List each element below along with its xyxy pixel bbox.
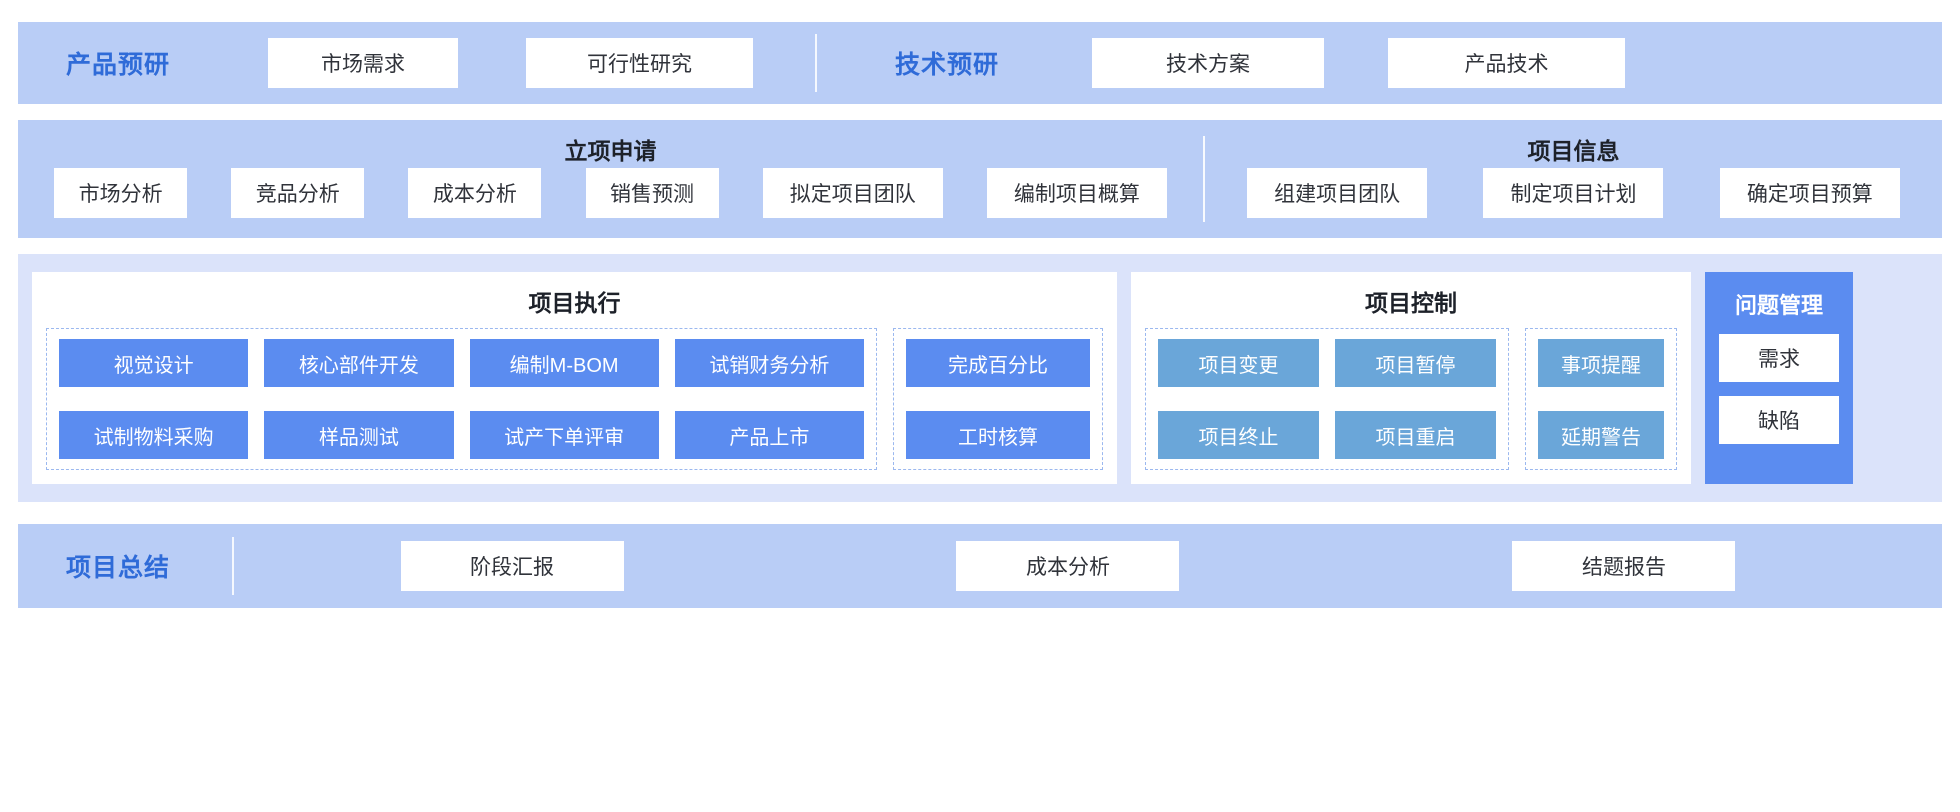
panel-title-issue-management: 问题管理 — [1734, 293, 1823, 318]
chip-closing-report[interactable]: 结题报告 — [1512, 541, 1736, 591]
dashed-groups-project-execution: 视觉设计 核心部件开发 编制M-BOM 试销财务分析 试制物料采购 样品测试 试… — [46, 328, 1103, 470]
card-title-project-control: 项目控制 — [1365, 290, 1457, 316]
task-sample-testing[interactable]: 样品测试 — [264, 411, 454, 459]
dashed-group-control-main: 项目变更 项目暂停 项目终止 项目重启 — [1145, 328, 1509, 470]
task-completion-percentage[interactable]: 完成百分比 — [906, 339, 1090, 387]
stage-title-technology-pre-research: 技术预研 — [895, 51, 1000, 79]
task-trial-sales-financial-analysis[interactable]: 试销财务分析 — [674, 339, 864, 387]
dashed-group-execution-side: 完成百分比 工时核算 — [893, 328, 1103, 470]
task-project-terminate[interactable]: 项目终止 — [1158, 411, 1319, 459]
application-band: 立项申请 市场分析 竞品分析 成本分析 销售预测 拟定项目团队 编制项目概算 项… — [18, 120, 1942, 238]
pre-research-band: 产品预研 市场需求 可行性研究 技术预研 技术方案 产品技术 — [18, 22, 1942, 104]
task-prepare-m-bom[interactable]: 编制M-BOM — [469, 339, 659, 387]
chip-defect[interactable]: 缺陷 — [1719, 396, 1839, 444]
task-visual-design[interactable]: 视觉设计 — [59, 339, 249, 387]
task-product-launch[interactable]: 产品上市 — [674, 411, 864, 459]
chip-competitor-analysis[interactable]: 竞品分析 — [231, 168, 365, 218]
summary-band: 项目总结 阶段汇报 成本分析 结题报告 — [18, 524, 1942, 608]
task-project-suspend[interactable]: 项目暂停 — [1335, 339, 1496, 387]
chip-product-technology[interactable]: 产品技术 — [1388, 38, 1626, 88]
task-core-component-development[interactable]: 核心部件开发 — [264, 339, 454, 387]
group-chips-project-application: 市场分析 竞品分析 成本分析 销售预测 拟定项目团队 编制项目概算 — [18, 154, 1203, 238]
execution-side-row-1: 完成百分比 — [906, 339, 1090, 387]
control-main-row-1: 项目变更 项目暂停 — [1158, 339, 1496, 387]
summary-chips: 阶段汇报 成本分析 结题报告 — [234, 541, 1902, 591]
chip-cost-analysis-summary[interactable]: 成本分析 — [956, 541, 1180, 591]
execution-main-row-1: 视觉设计 核心部件开发 编制M-BOM 试销财务分析 — [59, 339, 864, 387]
chip-sales-forecast[interactable]: 销售预测 — [585, 168, 719, 218]
dashed-group-execution-main: 视觉设计 核心部件开发 编制M-BOM 试销财务分析 试制物料采购 样品测试 试… — [46, 328, 877, 470]
chip-stage-report[interactable]: 阶段汇报 — [400, 541, 624, 591]
chip-feasibility-study[interactable]: 可行性研究 — [526, 38, 754, 88]
panel-issue-management: 问题管理 需求 缺陷 — [1705, 272, 1853, 484]
stage-title-project-summary: 项目总结 — [66, 554, 171, 582]
chip-make-project-plan[interactable]: 制定项目计划 — [1483, 168, 1664, 218]
chip-market-demand[interactable]: 市场需求 — [268, 38, 459, 88]
dashed-group-control-side: 事项提醒 延期警告 — [1525, 328, 1677, 470]
task-trial-production-order-review[interactable]: 试产下单评审 — [469, 411, 659, 459]
section-divider-application — [1203, 136, 1205, 222]
chip-cost-analysis[interactable]: 成本分析 — [408, 168, 542, 218]
task-item-reminder[interactable]: 事项提醒 — [1538, 339, 1664, 387]
control-main-row-2: 项目终止 项目重启 — [1158, 411, 1496, 459]
chip-requirement[interactable]: 需求 — [1719, 334, 1839, 382]
process-diagram-page: 产品预研 市场需求 可行性研究 技术预研 技术方案 产品技术 立项申请 市场分析… — [0, 22, 1960, 812]
stage-title-product-pre-research: 产品预研 — [66, 51, 171, 79]
task-project-restart[interactable]: 项目重启 — [1335, 411, 1496, 459]
control-side-row-2: 延期警告 — [1538, 411, 1664, 459]
execution-side-row-2: 工时核算 — [906, 411, 1090, 459]
task-trial-material-procurement[interactable]: 试制物料采购 — [59, 411, 249, 459]
group-title-project-info: 项目信息 — [1527, 138, 1620, 164]
task-delay-warning[interactable]: 延期警告 — [1538, 411, 1664, 459]
group-title-project-application: 立项申请 — [564, 138, 657, 164]
chip-market-analysis[interactable]: 市场分析 — [54, 168, 188, 218]
task-project-change[interactable]: 项目变更 — [1158, 339, 1319, 387]
chip-technology-plan[interactable]: 技术方案 — [1092, 38, 1325, 88]
chip-confirm-project-budget[interactable]: 确定项目预算 — [1719, 168, 1900, 218]
group-chips-project-info: 组建项目团队 制定项目计划 确定项目预算 — [1205, 154, 1942, 238]
section-divider-summary — [232, 537, 235, 595]
card-project-execution: 项目执行 视觉设计 核心部件开发 编制M-BOM 试销财务分析 试制物料采购 样… — [32, 272, 1117, 484]
dashed-groups-project-control: 项目变更 项目暂停 项目终止 项目重启 事项提醒 延期警告 — [1145, 328, 1677, 470]
group-project-application: 立项申请 市场分析 竞品分析 成本分析 销售预测 拟定项目团队 编制项目概算 — [18, 120, 1203, 238]
section-divider-pre-research — [815, 34, 818, 92]
task-man-hour-accounting[interactable]: 工时核算 — [906, 411, 1090, 459]
card-project-control: 项目控制 项目变更 项目暂停 项目终止 项目重启 事项提醒 — [1131, 272, 1691, 484]
card-title-project-execution: 项目执行 — [528, 290, 621, 316]
chip-form-project-team[interactable]: 组建项目团队 — [1247, 168, 1428, 218]
chip-draft-project-team[interactable]: 拟定项目团队 — [762, 168, 943, 218]
execution-main-row-2: 试制物料采购 样品测试 试产下单评审 产品上市 — [59, 411, 864, 459]
group-project-info: 项目信息 组建项目团队 制定项目计划 确定项目预算 — [1205, 120, 1942, 238]
execution-band: 项目执行 视觉设计 核心部件开发 编制M-BOM 试销财务分析 试制物料采购 样… — [18, 254, 1942, 502]
control-side-row-1: 事项提醒 — [1538, 339, 1664, 387]
chip-prepare-project-budget-estimate[interactable]: 编制项目概算 — [986, 168, 1167, 218]
